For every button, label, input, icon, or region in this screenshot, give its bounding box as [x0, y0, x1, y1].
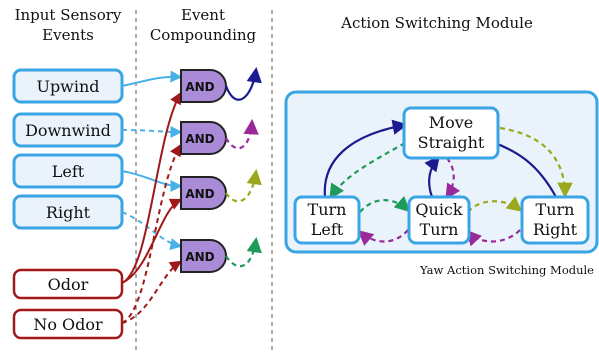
- edge-quick-to-turnleft: [357, 229, 409, 246]
- input-label-left: Left: [52, 162, 85, 181]
- and-gate-1-label: AND: [185, 80, 214, 94]
- action-turn-left-line1: Turn: [308, 200, 347, 219]
- header-compounding-line1: Event: [181, 6, 225, 24]
- header-compounding-line2: Compounding: [150, 26, 257, 44]
- edge-downwind-to-and2: [121, 125, 183, 138]
- output-arrow-and1: [224, 66, 262, 101]
- edge-noodor-to-and2: [121, 143, 182, 324]
- header-input-sensory-events: Input Sensory Events: [15, 6, 122, 44]
- and-gate-1: AND: [180, 69, 227, 103]
- and-gate-4: AND: [180, 239, 227, 273]
- action-turn-right-line1: Turn: [536, 200, 575, 219]
- input-label-odor: Odor: [48, 275, 89, 294]
- and-gate-3: AND: [180, 176, 227, 210]
- action-turn-right: Turn Right: [520, 195, 590, 245]
- edge-move-to-turnright: [499, 126, 573, 199]
- and-gate-3-label: AND: [185, 187, 214, 201]
- action-turn-right-line2: Right: [533, 220, 578, 239]
- header-input-line2: Events: [42, 26, 94, 44]
- output-arrow-and3: [225, 168, 262, 203]
- edge-right-to-and4: [121, 211, 183, 250]
- input-box-upwind: Upwind: [12, 68, 124, 104]
- module-caption: Yaw Action Switching Module: [419, 263, 594, 277]
- input-box-downwind: Downwind: [12, 112, 124, 148]
- output-arrow-and4: [225, 236, 262, 268]
- input-box-left: Left: [12, 153, 124, 189]
- action-turn-left: Turn Left: [293, 195, 361, 245]
- input-box-right: Right: [12, 194, 124, 230]
- and-gate-4-label: AND: [185, 250, 214, 264]
- input-box-odor: Odor: [12, 268, 124, 300]
- edge-quick-to-turnright: [467, 196, 523, 213]
- edge-turnleft-to-move: [323, 119, 409, 198]
- action-quick-turn-line1: Quick: [415, 200, 463, 219]
- input-box-no-odor: No Odor: [12, 308, 124, 340]
- edge-turnleft-to-quick: [359, 195, 411, 213]
- edge-odor-to-and1: [121, 91, 182, 284]
- action-move-straight: Move Straight: [402, 106, 500, 160]
- edge-quick-to-move: [424, 155, 440, 198]
- and-gate-2: AND: [180, 121, 227, 155]
- header-input-line1: Input Sensory: [15, 6, 122, 24]
- edge-left-to-and3: [121, 170, 183, 192]
- action-move-line1: Move: [429, 113, 474, 132]
- action-move-line2: Straight: [418, 133, 485, 152]
- input-label-right: Right: [46, 203, 91, 222]
- action-quick-turn-line2: Turn: [420, 220, 459, 239]
- header-action-switching-module: Action Switching Module: [340, 14, 533, 32]
- action-turn-left-line2: Left: [311, 220, 344, 239]
- input-label-downwind: Downwind: [25, 121, 111, 140]
- action-quick-turn: Quick Turn: [407, 195, 471, 245]
- input-label-no-odor: No Odor: [33, 315, 103, 334]
- edge-upwind-to-and1: [121, 70, 183, 87]
- and-gate-2-label: AND: [185, 132, 214, 146]
- output-arrow-and2: [225, 118, 259, 150]
- edge-move-to-turnleft: [329, 142, 406, 200]
- edge-move-to-quick: [445, 157, 461, 200]
- edge-turnright-to-quick: [465, 229, 521, 247]
- input-label-upwind: Upwind: [36, 77, 99, 96]
- header-event-compounding: Event Compounding: [150, 6, 257, 44]
